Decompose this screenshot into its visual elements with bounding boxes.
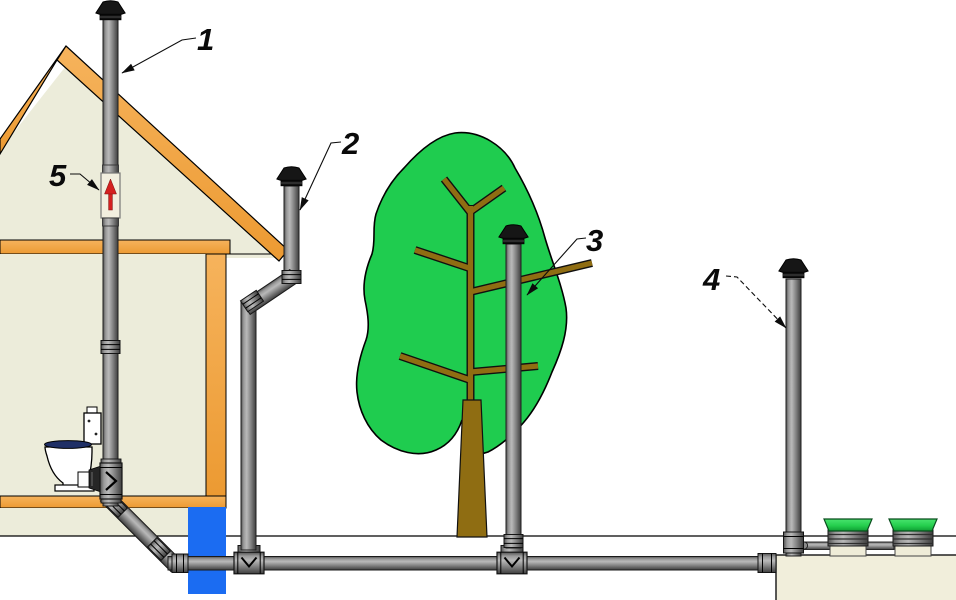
vent-pipe-2 — [239, 166, 307, 551]
pipe-coupling — [171, 553, 189, 573]
tank-body — [775, 554, 956, 600]
leader-line-4 — [725, 275, 787, 329]
tree-trunk — [456, 399, 488, 538]
septic-tank — [775, 518, 956, 600]
leader-line-2 — [299, 141, 342, 211]
callout-label-4: 4 — [702, 262, 720, 297]
toilet — [44, 406, 102, 493]
vertical-pipe — [240, 301, 257, 551]
riser-lid-green — [823, 518, 873, 532]
pipe-coupling — [503, 534, 524, 548]
pipe-coupling — [100, 340, 121, 354]
vent-cap-icon — [276, 166, 307, 187]
vent-cap-icon — [778, 258, 809, 279]
foundation-strip — [0, 508, 188, 536]
tree-branches — [398, 176, 593, 410]
tee-fitting — [496, 544, 528, 575]
riser-base — [894, 545, 932, 557]
riser-connector-pipe — [865, 541, 895, 550]
vent-pipe-4 — [778, 258, 809, 557]
vent-stack-1 — [95, 0, 126, 507]
tree-canopy — [355, 131, 568, 455]
check-valve — [100, 164, 121, 227]
tee-fitting — [783, 531, 804, 554]
leader-line-1 — [121, 37, 197, 74]
air-flow-arrow — [108, 191, 113, 211]
riser-lid-green — [888, 518, 938, 532]
vertical-pipe — [283, 185, 300, 275]
toilet-seat — [44, 440, 92, 449]
vent-cap-icon — [95, 0, 126, 21]
tank-riser-1 — [823, 518, 873, 557]
cistern — [83, 412, 102, 445]
riser-base — [829, 545, 867, 557]
foundation-block-blue — [188, 507, 226, 594]
tank-riser-2 — [888, 518, 938, 557]
air-flow-arrow-head — [104, 178, 117, 195]
toilet-outlet — [77, 471, 91, 488]
main-sewer-pipe — [167, 544, 777, 575]
tree — [355, 131, 593, 538]
pipe-coupling — [281, 270, 302, 284]
vent-pipe-3 — [498, 224, 529, 549]
pipe-coupling — [757, 553, 777, 573]
toilet-tee-fitting — [99, 458, 123, 504]
outlet-connector — [88, 465, 102, 493]
vertical-pipe — [785, 278, 802, 557]
callout-label-5: 5 — [49, 158, 67, 193]
callout-label-3: 3 — [586, 223, 603, 258]
callout-label-1: 1 — [197, 22, 214, 57]
callout-label-2: 2 — [341, 126, 359, 161]
vertical-pipe — [102, 18, 119, 167]
callouts — [70, 37, 787, 329]
leader-line-3 — [526, 237, 587, 296]
vertical-pipe — [505, 243, 522, 549]
leader-line-5 — [70, 173, 100, 191]
right-wall — [205, 253, 227, 497]
attic-interior — [0, 57, 262, 242]
